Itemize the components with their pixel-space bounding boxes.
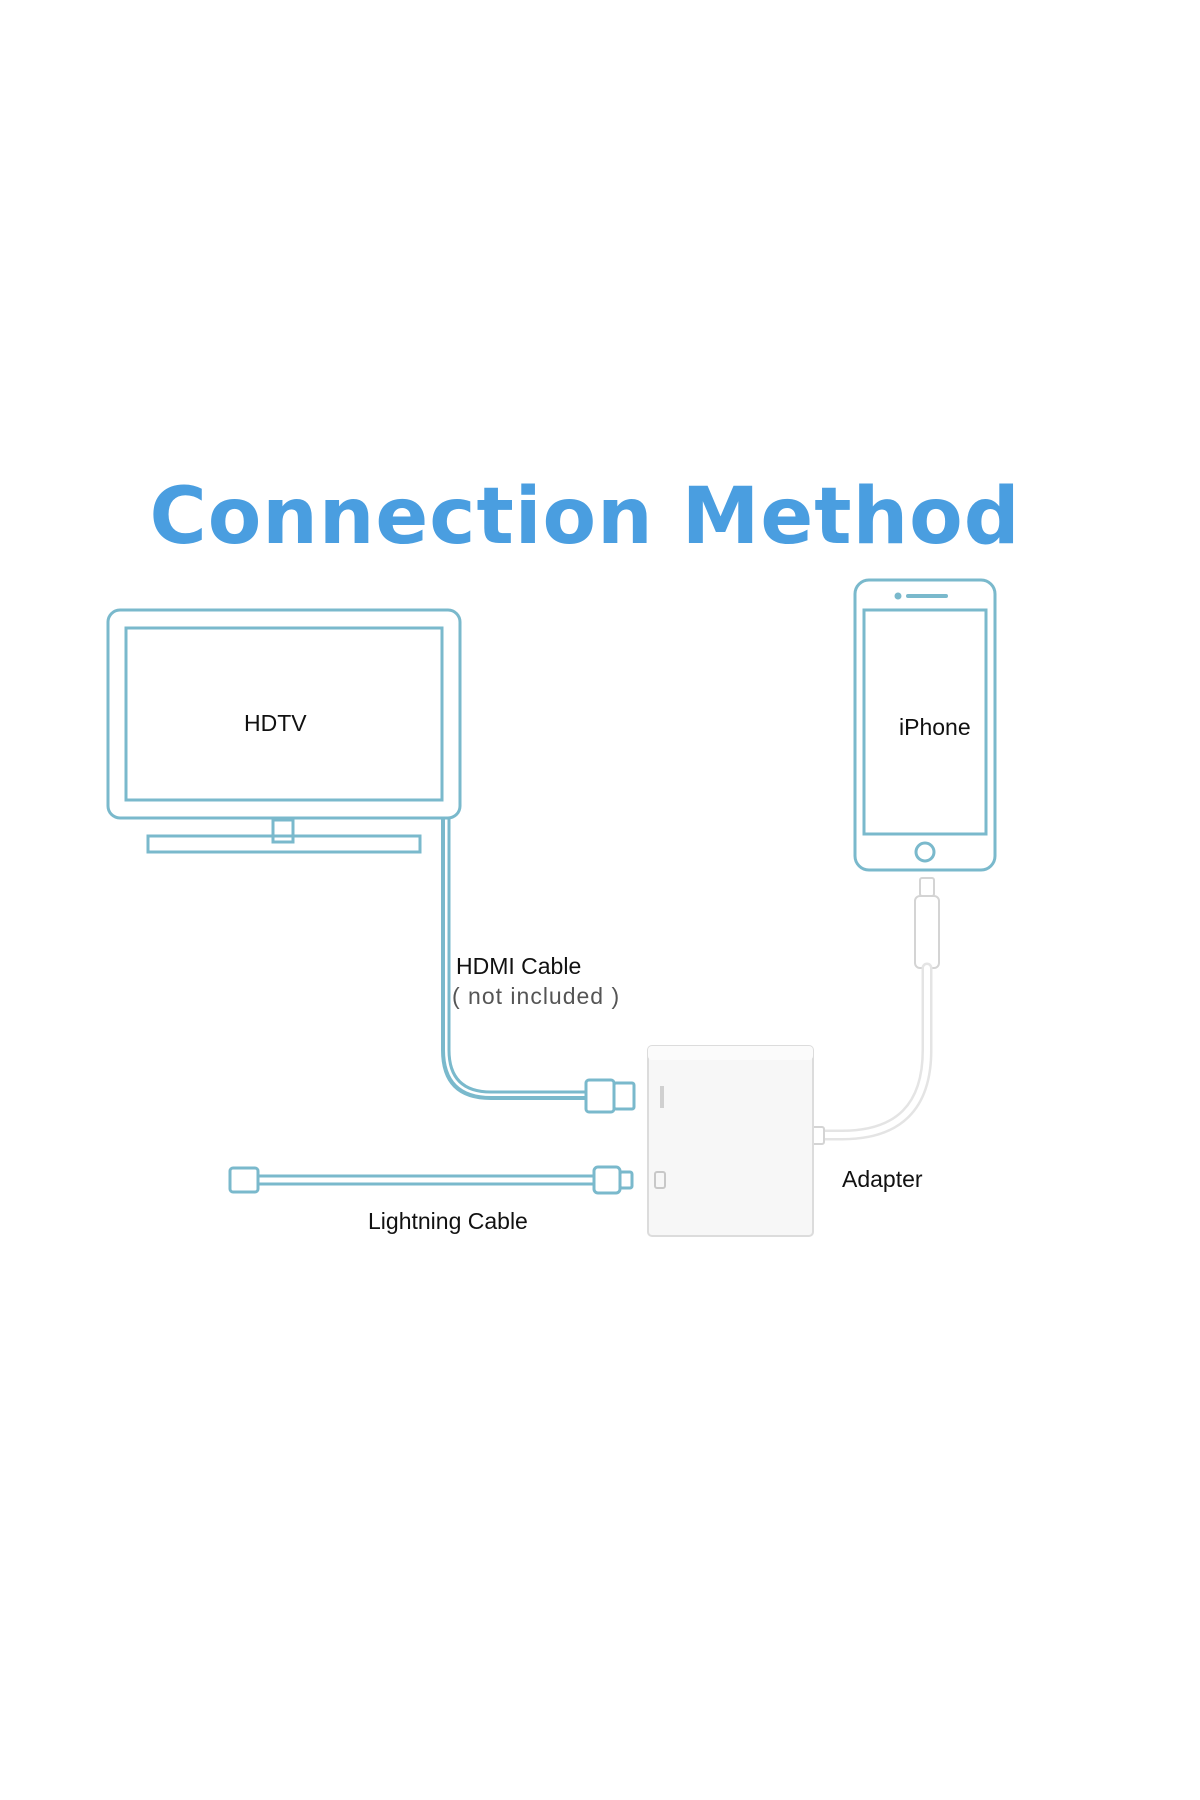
iphone-icon xyxy=(853,578,997,872)
lightning-cable xyxy=(228,1166,594,1194)
hdmi-plug-icon xyxy=(584,1078,636,1114)
lightning-plug-icon xyxy=(592,1165,634,1195)
lightning-cable-label: Lightning Cable xyxy=(368,1208,528,1234)
page-title: Connection Method xyxy=(149,472,1021,562)
hdtv-icon xyxy=(106,608,462,854)
hdmi-cable xyxy=(441,818,588,1100)
adapter-lightning-cable xyxy=(809,877,940,1145)
adapter-label: Adapter xyxy=(842,1166,923,1192)
hdmi-cable-note: ( not included ) xyxy=(452,983,621,1009)
hdmi-cable-label: HDMI Cable xyxy=(456,953,582,979)
iphone-label: iPhone xyxy=(899,714,971,740)
adapter-icon xyxy=(647,1045,814,1237)
hdtv-label: HDTV xyxy=(244,710,307,736)
